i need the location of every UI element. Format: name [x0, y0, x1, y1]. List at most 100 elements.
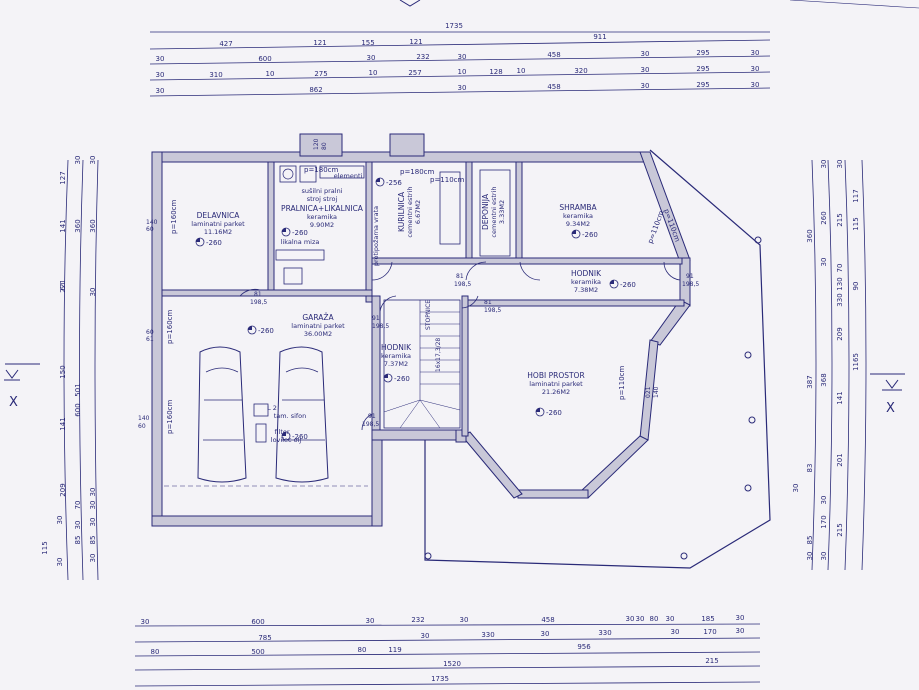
svg-text:keramika: keramika	[571, 278, 601, 286]
car-left	[197, 346, 247, 483]
svg-text:30: 30	[89, 554, 97, 563]
svg-text:81: 81	[484, 299, 492, 306]
svg-text:121: 121	[313, 39, 326, 47]
section-mark-right: X	[870, 373, 905, 416]
svg-text:60: 60	[146, 329, 154, 336]
svg-text:30: 30	[636, 615, 645, 623]
svg-text:209: 209	[836, 327, 844, 340]
svg-text:6.67M2: 6.67M2	[414, 200, 422, 224]
svg-text:DEPONIJA: DEPONIJA	[481, 193, 490, 230]
svg-text:785: 785	[258, 634, 271, 642]
svg-text:7.38M2: 7.38M2	[574, 286, 598, 294]
svg-text:30: 30	[820, 160, 828, 169]
bottom-overall-dim: 1735	[431, 675, 449, 683]
svg-text:30: 30	[89, 501, 97, 510]
svg-text:275: 275	[314, 70, 327, 78]
svg-text:likalna miza: likalna miza	[281, 238, 320, 246]
left-dimension-chain: 127 141 221 150 141 209 115 30 360 61 50…	[41, 156, 99, 581]
svg-text:30: 30	[820, 258, 828, 267]
svg-text:30: 30	[736, 614, 745, 622]
svg-text:140: 140	[653, 386, 660, 398]
svg-text:10: 10	[458, 68, 467, 76]
svg-text:-260: -260	[620, 281, 636, 289]
svg-text:911: 911	[593, 33, 606, 41]
svg-text:cementni estrih: cementni estrih	[490, 186, 498, 237]
svg-text:021: 021	[645, 386, 652, 398]
svg-text:120: 120	[313, 138, 320, 150]
svg-text:L 2: L 2	[267, 404, 277, 412]
svg-text:p=160cm: p=160cm	[170, 199, 178, 234]
svg-text:198,5: 198,5	[454, 281, 471, 288]
room-hobi-prostor: HOBI PROSTOR laminatni parket 21.26M2	[527, 371, 584, 396]
exterior-walls	[151, 133, 691, 527]
terrace-outline	[424, 149, 771, 569]
svg-text:elementi: elementi	[334, 172, 363, 180]
svg-text:90: 90	[852, 282, 860, 291]
svg-text:295: 295	[696, 65, 709, 73]
svg-text:laminatni parket: laminatni parket	[291, 322, 345, 330]
svg-text:laminatni parket: laminatni parket	[529, 380, 583, 388]
room-pralnica: sušilni pralni stroj stroj PRALNICA+LIKA…	[281, 172, 364, 246]
boiler-room-fixtures	[439, 169, 511, 257]
svg-text:61: 61	[146, 336, 154, 343]
svg-text:3.33M2: 3.33M2	[498, 200, 506, 224]
svg-text:80: 80	[358, 646, 367, 654]
svg-text:1520: 1520	[443, 660, 461, 668]
svg-text:KURILNICA: KURILNICA	[397, 191, 406, 232]
top-overall-dim: 1735	[445, 22, 463, 30]
svg-text:p=110cm: p=110cm	[618, 365, 626, 400]
svg-text:30: 30	[89, 288, 97, 297]
svg-text:80: 80	[321, 142, 328, 150]
svg-text:9.34M2: 9.34M2	[566, 220, 590, 228]
svg-text:83: 83	[806, 464, 814, 473]
svg-text:330: 330	[836, 293, 844, 306]
svg-text:30: 30	[641, 50, 650, 58]
svg-text:85: 85	[89, 536, 97, 545]
svg-text:keramika: keramika	[563, 212, 593, 220]
level-markers: -260 -260 -256 -260 -260 -260 -260 -260 …	[195, 177, 636, 441]
room-deponija: DEPONIJA cementni estrih 3.33M2	[481, 186, 506, 237]
interior-walls	[161, 161, 685, 437]
svg-text:85: 85	[806, 536, 814, 545]
svg-text:30: 30	[89, 518, 97, 527]
svg-text:p=110cm: p=110cm	[430, 176, 465, 184]
svg-text:150: 150	[59, 365, 67, 378]
svg-text:lovilec olj: lovilec olj	[271, 436, 302, 444]
svg-text:10: 10	[517, 67, 526, 75]
svg-text:11.16M2: 11.16M2	[204, 228, 232, 236]
stair-steps: 16x17,3/28	[435, 338, 442, 372]
svg-text:360: 360	[89, 219, 97, 232]
svg-text:HOBI PROSTOR: HOBI PROSTOR	[527, 371, 584, 380]
section-label-right: X	[886, 401, 895, 416]
svg-text:198,5: 198,5	[484, 307, 501, 314]
svg-text:30: 30	[792, 484, 800, 493]
svg-text:30: 30	[751, 65, 760, 73]
svg-text:1165: 1165	[852, 353, 860, 371]
svg-text:70: 70	[74, 501, 82, 510]
car-right	[275, 346, 329, 483]
svg-text:80: 80	[650, 615, 659, 623]
svg-text:257: 257	[408, 69, 421, 77]
svg-text:protipožarna vrata: protipožarna vrata	[372, 206, 380, 266]
stair-label: STOPNICE	[425, 300, 432, 330]
svg-text:91: 91	[686, 273, 694, 280]
room-garaza: GARAŽA laminatni parket 36.00M2 L 2 tam.…	[267, 313, 345, 444]
svg-text:600: 600	[258, 55, 271, 63]
svg-text:91: 91	[372, 315, 380, 322]
svg-text:60: 60	[138, 423, 146, 430]
svg-text:295: 295	[696, 49, 709, 57]
svg-text:30: 30	[56, 516, 64, 525]
svg-text:185: 185	[701, 615, 714, 623]
svg-text:30: 30	[460, 616, 469, 624]
svg-text:p=160cm: p=160cm	[166, 309, 174, 344]
svg-text:61: 61	[59, 282, 67, 291]
svg-text:956: 956	[577, 643, 591, 651]
door-labels: 81 198,5 91 198,5 91 198,5 81 198,5 91 1…	[250, 273, 699, 428]
terrace-post-markers	[424, 236, 762, 560]
svg-text:330: 330	[598, 629, 611, 637]
svg-text:filter: filter	[274, 428, 289, 436]
svg-text:458: 458	[541, 616, 554, 624]
svg-text:198,5: 198,5	[682, 281, 699, 288]
